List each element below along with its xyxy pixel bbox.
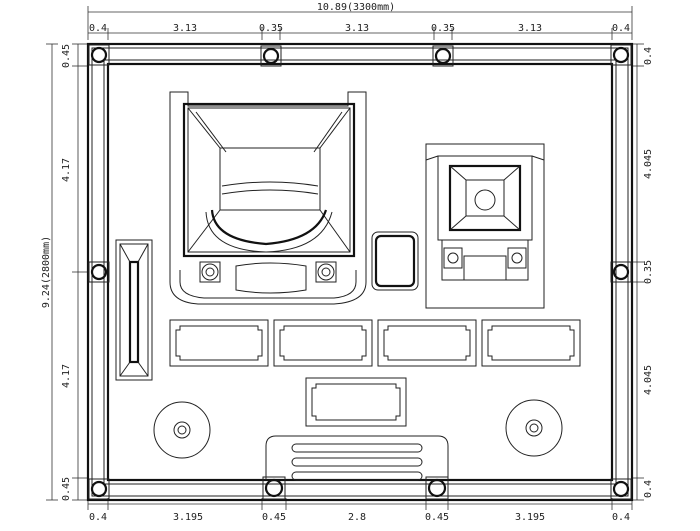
top-dim-3: 0.35 (259, 23, 283, 34)
bottom-dim-2: 3.195 (173, 512, 203, 523)
bottom-dim-6: 3.195 (515, 512, 545, 523)
right-dim-2: 4.045 (643, 149, 654, 179)
overall-depth-label: 9.24(2800mm) (41, 236, 52, 308)
bottom-dim-5: 0.45 (425, 512, 449, 523)
top-dim-2: 3.13 (173, 23, 197, 34)
panel-3 (377, 319, 477, 367)
top-dim-4: 3.13 (345, 23, 369, 34)
main-seat (169, 91, 367, 305)
left-dim-1: 0.45 (61, 44, 72, 68)
panel-2 (273, 319, 373, 367)
right-dim-4: 4.045 (643, 365, 654, 395)
pillar-bottom-right (610, 478, 632, 500)
left-dim-4: 0.45 (61, 477, 72, 501)
pillar-bottom-2 (262, 476, 286, 500)
panel-1 (169, 319, 269, 367)
bottom-dim-1: 0.4 (89, 512, 107, 523)
right-dim-1: 0.4 (643, 47, 654, 65)
panel-row (169, 319, 581, 367)
left-dim-3: 4.17 (61, 364, 72, 388)
top-dim-6: 3.13 (518, 23, 542, 34)
pillar-mid-left (88, 261, 110, 283)
pillar-top-2 (260, 45, 282, 67)
pillar-top-3 (432, 45, 454, 67)
pillar-bottom-3 (425, 476, 449, 500)
right-dim-5: 0.4 (643, 480, 654, 498)
left-long-cabinet (115, 239, 153, 381)
round-stool-left (153, 401, 211, 459)
overall-width-label: 10.89(3300mm) (317, 2, 395, 13)
left-dimension-chain: 0.45 4.17 4.17 0.45 9.24(2800mm) (41, 43, 88, 501)
top-dim-7: 0.4 (612, 23, 630, 34)
bottom-dim-3: 0.45 (262, 512, 286, 523)
top-dimension-chain: 10.89(3300mm) 0.4 3.13 0.35 3.13 0.35 3.… (87, 2, 633, 40)
bottom-bench (265, 435, 449, 481)
panel-4 (481, 319, 581, 367)
right-chair (425, 143, 545, 309)
small-side-table (371, 231, 419, 291)
bottom-dim-4: 2.8 (348, 512, 366, 523)
pillar-top-right (610, 44, 632, 66)
column-pillars (88, 44, 632, 500)
top-dim-5: 0.35 (431, 23, 455, 34)
right-dim-3: 0.35 (643, 260, 654, 284)
top-dim-1: 0.4 (89, 23, 107, 34)
round-stool-right (505, 399, 563, 457)
pillar-mid-right (610, 261, 632, 283)
bottom-dim-7: 0.4 (612, 512, 630, 523)
pillar-top-left (88, 44, 110, 66)
right-dimension-chain: 0.4 4.045 0.35 4.045 0.4 (632, 43, 654, 501)
left-dim-2: 4.17 (61, 158, 72, 182)
bottom-dimension-chain: 0.4 3.195 0.45 2.8 0.45 3.195 0.4 (87, 498, 633, 523)
center-panel (305, 377, 407, 427)
pillar-bottom-left (88, 478, 110, 500)
